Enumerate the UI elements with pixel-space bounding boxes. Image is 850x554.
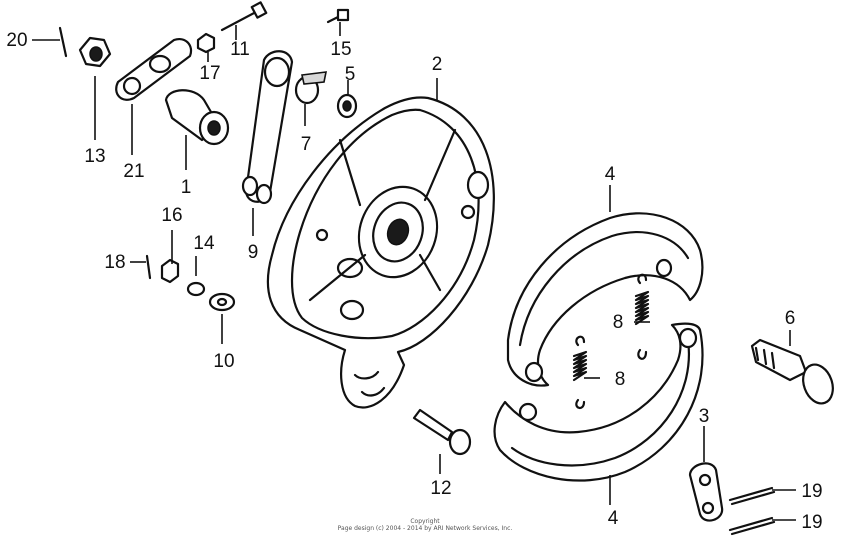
brake-panel — [266, 96, 495, 409]
callout-9: 9 — [248, 242, 259, 263]
callout-8-upper: 8 — [613, 312, 624, 333]
callout-16: 16 — [161, 205, 182, 226]
callout-13: 13 — [84, 146, 105, 167]
spring-lower — [572, 335, 588, 409]
callout-5: 5 — [345, 64, 356, 85]
callout-3: 3 — [699, 406, 710, 427]
shoe-plate — [688, 462, 724, 522]
copyright-title: Copyright — [410, 518, 440, 525]
callout-20: 20 — [6, 30, 27, 51]
cotter-pin-18 — [145, 254, 152, 280]
brake-shoe-upper — [506, 212, 704, 387]
callout-7: 7 — [301, 134, 312, 155]
callout-19-lower: 19 — [801, 512, 822, 533]
copyright-text: Page design (c) 2004 - 2014 by ARI Netwo… — [337, 525, 513, 532]
brake-arm — [241, 50, 294, 205]
callout-1: 1 — [181, 177, 192, 198]
nut-16 — [160, 258, 180, 284]
torque-link — [115, 38, 193, 101]
cotter-pin-upper — [728, 486, 776, 506]
callout-4-lower: 4 — [608, 508, 619, 529]
callout-2: 2 — [432, 54, 443, 75]
callout-18: 18 — [104, 252, 125, 273]
nut-17 — [196, 32, 216, 54]
washer-10 — [208, 292, 236, 312]
bolt-15 — [326, 8, 350, 24]
callout-19-upper: 19 — [801, 481, 822, 502]
washer-14 — [186, 281, 206, 297]
washer-5 — [336, 93, 358, 119]
callout-8-lower: 8 — [615, 369, 626, 390]
leader-lines — [32, 22, 796, 521]
callout-6: 6 — [785, 308, 796, 329]
callout-14: 14 — [193, 233, 215, 254]
callout-11: 11 — [230, 39, 250, 60]
indicator-plate — [294, 71, 328, 105]
callout-labels: 1 2 3 4 4 5 6 7 8 8 9 10 11 12 13 14 15 … — [6, 30, 822, 533]
callout-21: 21 — [123, 161, 144, 182]
callout-17: 17 — [199, 63, 220, 84]
spring-upper — [634, 273, 650, 360]
cotter-pin-lower — [728, 516, 776, 536]
axle-nut — [78, 36, 112, 68]
brake-cam — [750, 338, 834, 405]
copyright-notice: Copyright Page design (c) 2004 - 2014 by… — [0, 518, 850, 532]
brake-shoe-lower — [493, 322, 704, 482]
callout-4-upper: 4 — [605, 164, 616, 185]
callout-15: 15 — [330, 39, 351, 60]
bolt-11 — [220, 1, 268, 32]
cotter-pin-20 — [58, 26, 68, 58]
callout-12: 12 — [430, 478, 451, 499]
collar — [164, 89, 230, 146]
pivot-bolt — [412, 408, 472, 456]
callout-10: 10 — [213, 351, 234, 372]
